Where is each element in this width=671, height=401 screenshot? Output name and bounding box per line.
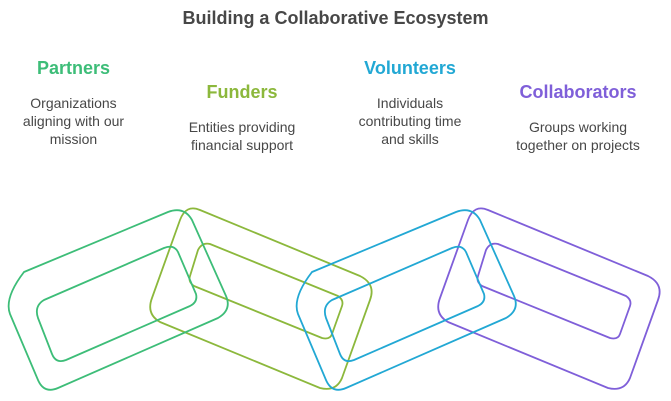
volunteers-heading: Volunteers — [364, 58, 456, 78]
volunteers-column: Volunteers Individuals contributing time… — [336, 58, 484, 148]
partners-heading: Partners — [36, 58, 111, 78]
collaborators-heading: Collaborators — [519, 82, 637, 102]
volunteers-description: Individuals contributing time and skills — [358, 95, 462, 147]
collaborators-chain-link — [437, 207, 661, 390]
partners-column: Partners Organizations aligning with our… — [0, 58, 147, 148]
diagram-title: Building a Collaborative Ecosystem — [182, 8, 489, 28]
funders-chain-link — [149, 207, 373, 390]
collaborators-column: Collaborators Groups working together on… — [503, 82, 653, 154]
funders-column: Funders Entities providing financial sup… — [168, 82, 316, 154]
collaborators-description: Groups working together on projects — [516, 119, 640, 153]
partners-chain-link — [7, 209, 229, 391]
volunteers-chain-link — [295, 209, 517, 391]
funders-description: Entities providing financial support — [188, 119, 296, 153]
partners-description: Organizations aligning with our mission — [22, 95, 125, 147]
funders-heading: Funders — [206, 82, 278, 102]
